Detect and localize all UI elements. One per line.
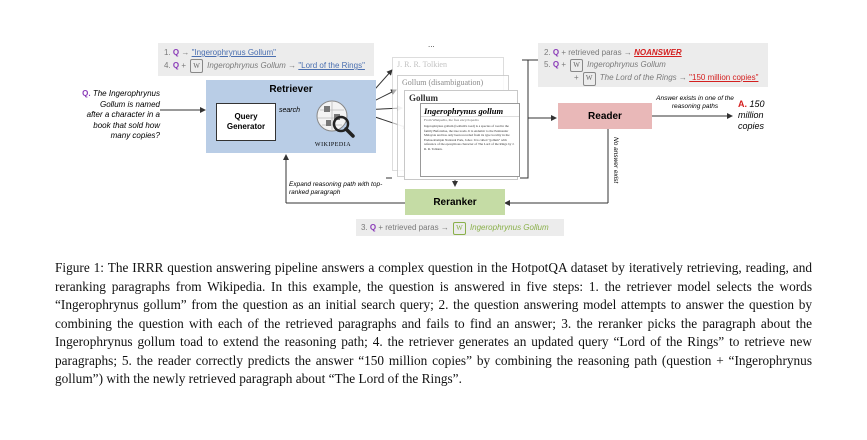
no-answer-label: No answer exist [612,137,619,184]
doc-subtitle: From Wikipedia, the free encyclopedia [424,118,479,122]
step-5: 5. Q + W Ingerophrynus Gollum [544,58,768,72]
paragraph-title: The Lord of the Rings [599,73,677,82]
doc-title: Gollum (disambiguation) [402,78,484,87]
step-4: 4. Q + W Ingerophrynus Gollum → "Lord of… [164,59,374,73]
paragraph-title: Ingerophrynus Gollum [587,59,666,69]
query-generator-box: Query Generator [216,103,276,141]
question-label: Q. [82,89,91,98]
wikipedia-icon: W [453,222,466,235]
question-symbol: Q [172,61,180,70]
step-callout-reranker: 3. Q + retrieved paras → W Ingerophrynus… [356,219,564,236]
wikipedia-icon: W [570,58,583,72]
retriever-title: Retriever [269,84,313,95]
wikipedia-wordmark: WIKIPEDIA [314,142,352,148]
question-symbol: Q [552,59,560,69]
reranker-box: Reranker [405,189,505,215]
step-text: + retrieved paras → [378,223,449,232]
search-label: search [279,107,301,114]
paragraph-title: Ingerophrynus Gollum [207,61,286,70]
query-generator-label: Query Generator [226,112,266,131]
question-symbol: Q [552,48,560,57]
doc-ingerophrynus-gollum: Ingerophrynus gollum From Wikipedia, the… [420,103,520,177]
retriever-box: Retriever Query Generator search WIKIPED… [206,80,376,153]
wikipedia-icon: W [190,59,203,73]
reranker-title: Reranker [433,196,477,208]
step-number: 1. [164,48,171,57]
wikipedia-icon: W [582,72,596,86]
step-text: + retrieved paras → [561,48,632,57]
paragraph-title: Ingerophrynus Gollum [469,223,549,232]
step-callout-reader: 2. Q + retrieved paras → NOANSWER 5. Q +… [538,43,768,87]
answer-exists-label: Answer exists in one of the reasoning pa… [656,95,734,110]
doc-title: J. R. R. Tolkien [397,60,447,69]
query-text: "Lord of the Rings" [298,61,365,70]
expand-path-label: Expand reasoning path with top-ranked pa… [289,181,383,196]
step-1: 1. Q → "Ingerophrynus Gollum" [164,47,374,59]
doc-title: Ingerophrynus gollum [421,104,519,117]
question-symbol: Q [172,48,180,57]
question-body: The Ingerophrynus Gollum is named after … [86,89,160,140]
arrow-glyph: → [678,73,687,82]
answer-text: NOANSWER [634,48,682,57]
doc-body: Ingerophrynus gollum (Gollum's toad) is … [424,124,515,151]
question-symbol: Q [369,223,377,232]
figure-caption: Figure 1: The IRRR question answering pi… [55,260,812,386]
step-number: 5. [544,59,551,69]
answer-value: 150 million copies [738,99,765,131]
plus-glyph: + [561,59,567,69]
plus-glyph: + [574,73,579,82]
answer-text: "150 million copies" [689,73,759,82]
doc-title: Gollum [409,93,439,103]
step-callout-retriever: 1. Q → "Ingerophrynus Gollum" 4. Q + W I… [158,43,374,76]
step-number: 3. [361,223,368,232]
reader-box: Reader [558,103,652,129]
flow-arrows [160,59,733,206]
reader-title: Reader [588,110,622,122]
query-text: "Ingerophrynus Gollum" [191,48,276,57]
question-text: Q. The Ingerophrynus Gollum is named aft… [82,89,160,142]
step-number: 4. [164,61,171,70]
retrieved-docs-dots: ... [428,40,435,49]
arrow-glyph: → [181,48,190,57]
arrow-glyph: → [288,61,297,70]
plus-glyph: + [181,61,187,70]
answer-label: A. [738,99,747,109]
step-2: 2. Q + retrieved paras → NOANSWER [544,47,768,59]
wikipedia-globe-icon [316,100,355,138]
step-number: 2. [544,48,551,57]
final-answer: A. 150 million copies [738,99,778,132]
step-5-continued: + W The Lord of the Rings → "150 million… [544,72,768,86]
